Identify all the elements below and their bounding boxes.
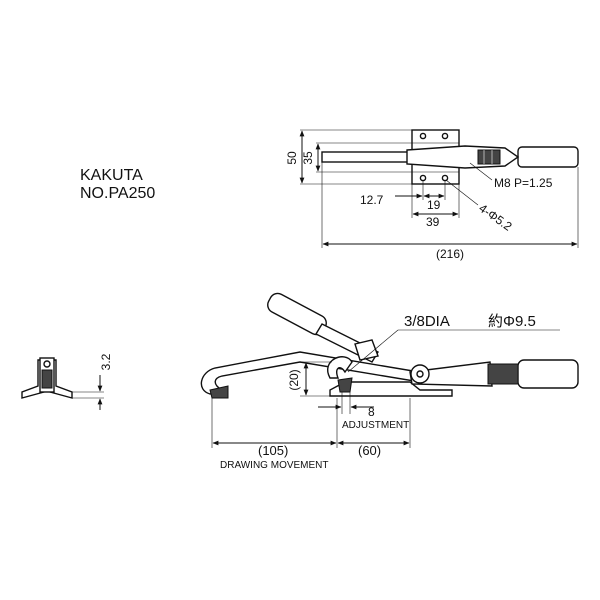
adjustment-label: ADJUSTMENT — [342, 420, 409, 431]
top-handle-grip — [517, 146, 579, 168]
maker-name: KAKUTA — [80, 167, 143, 184]
title-block: KAKUTA NO.PA250 — [80, 167, 155, 202]
hook-size-approx: 約Φ9.5 — [488, 313, 536, 330]
top-view: 50 35 M8 P=1.25 4-Φ5.2 12.7 19 39 (216) — [285, 129, 579, 261]
dim-12-7: 12.7 — [360, 193, 384, 207]
side-view: 3/8DIA 約Φ9.5 (20) 8 ADJUSTMENT (105) DRA… — [200, 292, 579, 471]
side-lever-closed — [409, 361, 493, 387]
end-hook — [41, 369, 53, 389]
side-link — [354, 339, 379, 361]
top-rod — [321, 151, 413, 163]
side-main-pivot-center — [416, 370, 424, 378]
end-view: 3.2 — [21, 353, 113, 410]
side-base — [329, 381, 453, 397]
dim-60: (60) — [358, 443, 381, 458]
side-hook-center — [327, 356, 353, 379]
hook-tip-left — [209, 385, 229, 399]
dim-105: (105) — [258, 443, 288, 458]
dim-20: (20) — [287, 369, 301, 390]
dim-35: 35 — [301, 151, 315, 165]
dim-50: 50 — [285, 151, 299, 165]
dim-3-2: 3.2 — [99, 353, 113, 370]
hook-catch — [337, 377, 353, 393]
top-lever-body — [406, 145, 520, 169]
dim-39: 39 — [426, 215, 440, 229]
dim-8: 8 — [368, 405, 375, 419]
dim-19: 19 — [427, 198, 441, 212]
thread-spec: M8 P=1.25 — [494, 176, 553, 190]
end-pivot — [43, 360, 51, 368]
mount-hole — [441, 132, 449, 140]
holes-spec: 4-Φ5.2 — [476, 201, 515, 234]
drawing-movement-label: DRAWING MOVEMENT — [220, 460, 329, 471]
side-handle-collar — [487, 363, 519, 385]
side-handle-grip — [517, 359, 579, 389]
adjust-nut — [477, 149, 501, 165]
mount-hole — [419, 174, 427, 182]
model-number: NO.PA250 — [80, 185, 155, 202]
mount-hole — [419, 132, 427, 140]
hook-size-label: 3/8DIA — [404, 313, 450, 330]
dim-216: (216) — [436, 247, 464, 261]
mount-hole — [441, 174, 449, 182]
